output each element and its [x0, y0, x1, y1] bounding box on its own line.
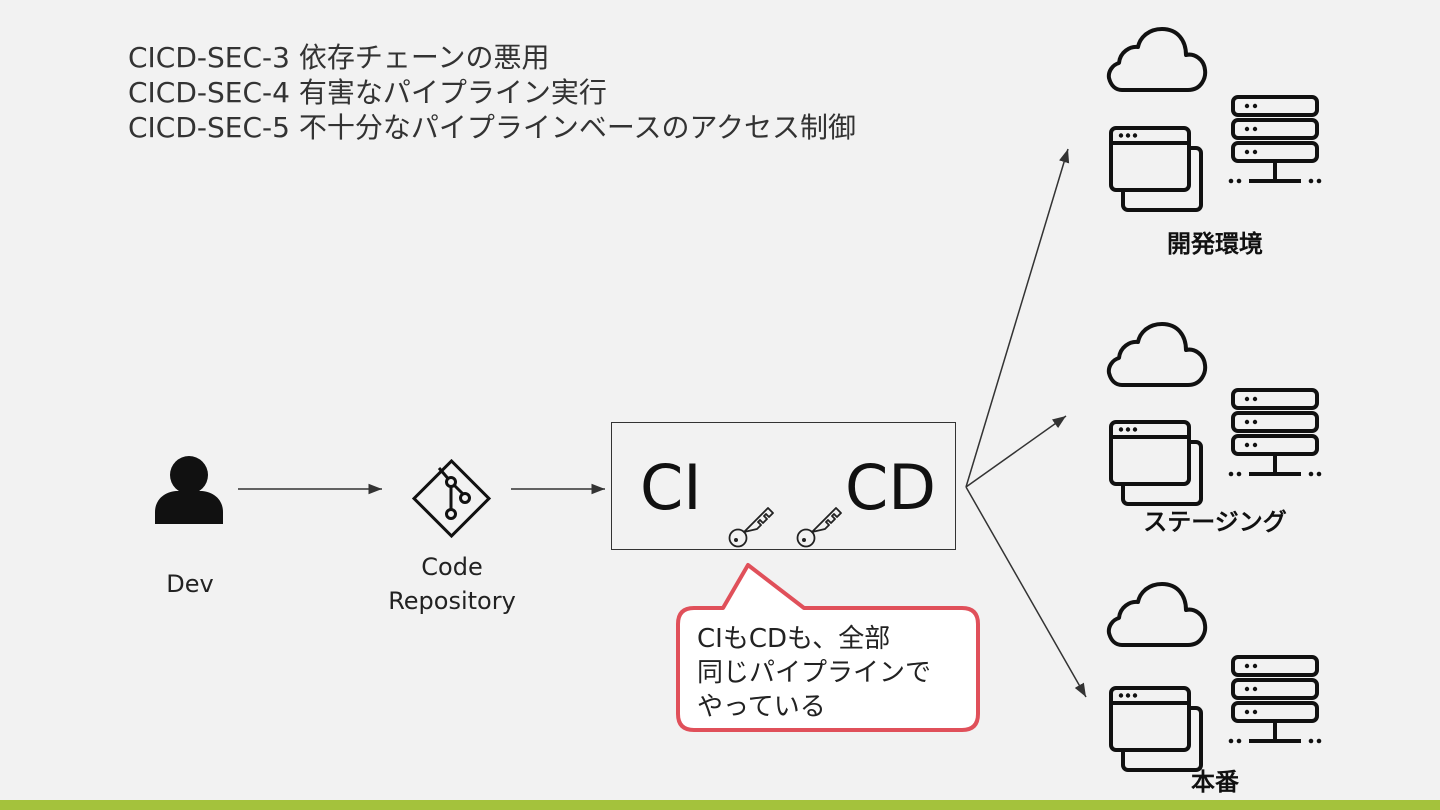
- env-label-staging: ステージング: [1143, 508, 1287, 536]
- callout-text: CIもCDも、全部 同じパイプラインで やっている: [697, 622, 931, 724]
- pipeline-box: CI CD: [611, 422, 956, 550]
- callout-line-1: CIもCDも、全部: [697, 624, 891, 654]
- env-label-dev: 開発環境: [1167, 230, 1263, 258]
- heading-sec5: CICD-SEC-5 不十分なパイプラインベースのアクセス制御: [128, 111, 857, 144]
- heading-list: CICD-SEC-3 依存チェーンの悪用 CICD-SEC-4 有害なパイプライ…: [128, 40, 856, 145]
- arrow-to-dev-env: [965, 148, 1070, 488]
- repo-label-line1: Code: [421, 553, 483, 581]
- repo-label: Code Repository: [372, 550, 532, 618]
- repo-label-line2: Repository: [388, 587, 516, 615]
- dev-label: Dev: [166, 570, 214, 598]
- heading-sec3: CICD-SEC-3 依存チェーンの悪用: [128, 41, 550, 74]
- env-label-prod: 本番: [1191, 768, 1239, 796]
- key-icon: [728, 507, 774, 548]
- arrow-to-prod-env: [965, 486, 1087, 698]
- user-icon: [155, 456, 223, 524]
- ci-label: CI: [640, 451, 702, 524]
- callout-line-2: 同じパイプラインで: [697, 658, 932, 688]
- key-icon: [796, 507, 842, 548]
- accent-bar: [0, 800, 1440, 810]
- arrow-to-staging-env: [965, 415, 1067, 488]
- callout-line-3: やっている: [697, 692, 826, 722]
- heading-sec4: CICD-SEC-4 有害なパイプライン実行: [128, 76, 607, 109]
- git-icon: [411, 458, 492, 539]
- callout-bubble: [676, 563, 980, 732]
- cd-label: CD: [845, 451, 937, 524]
